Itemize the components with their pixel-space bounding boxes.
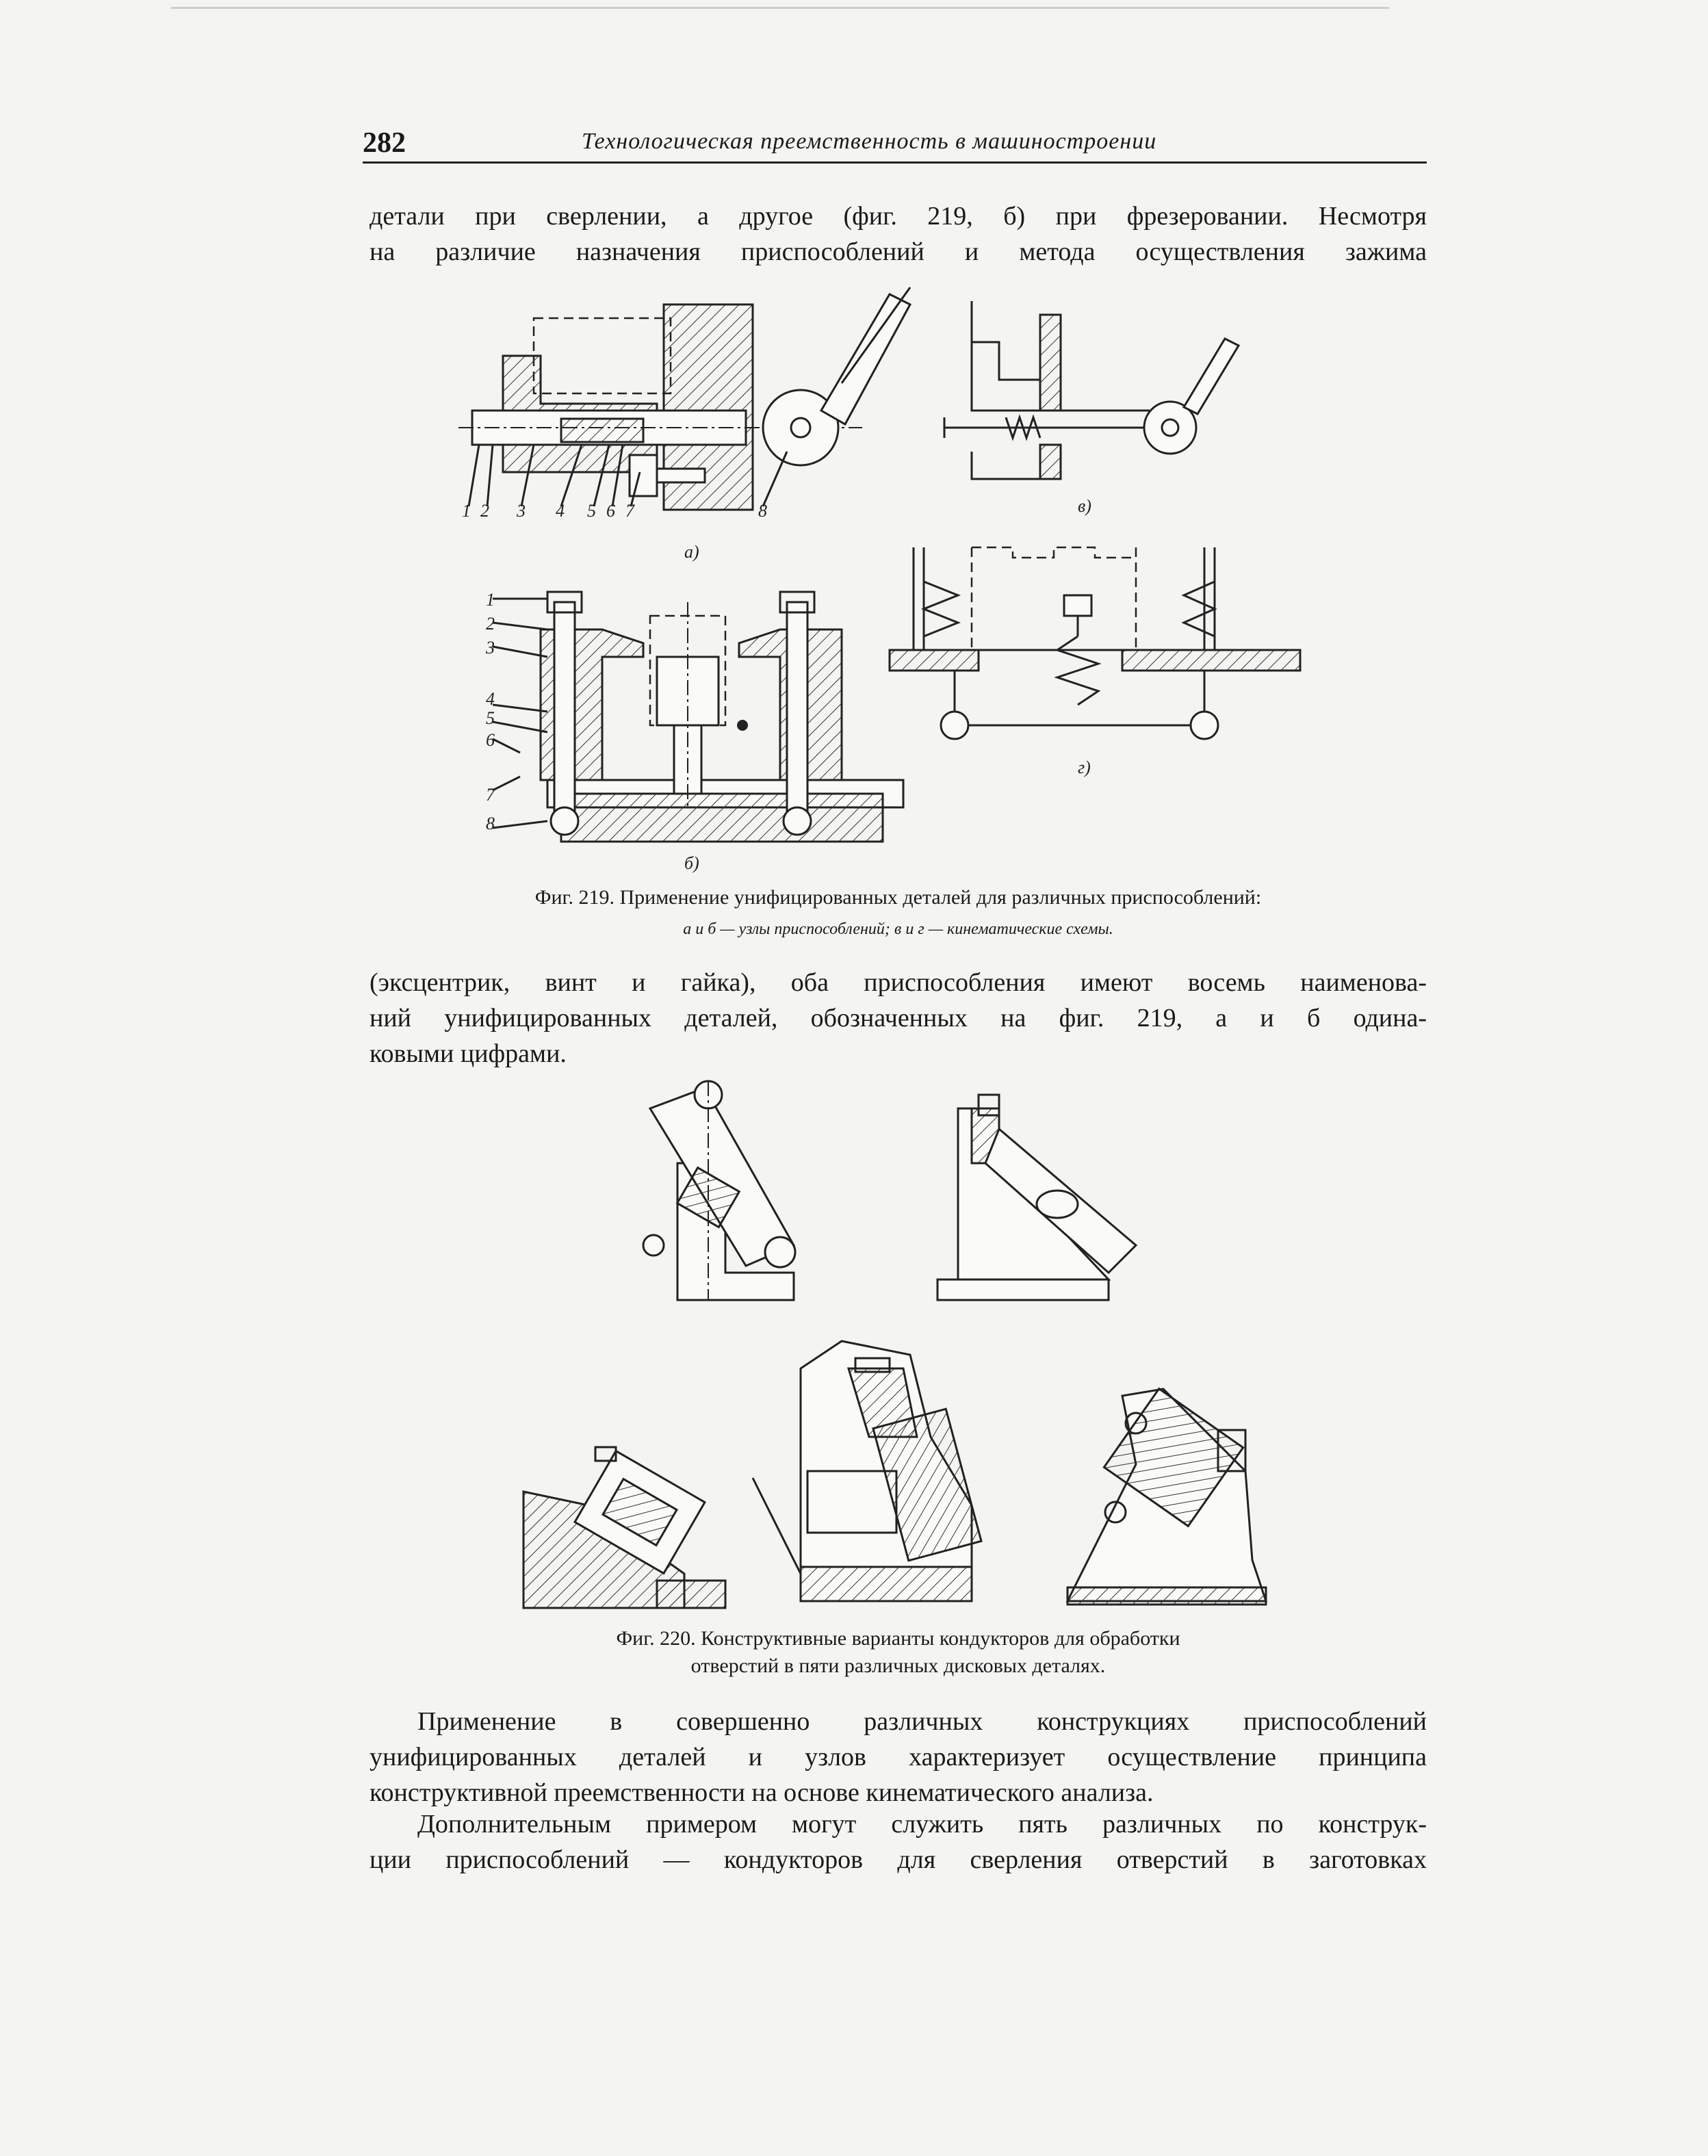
scan-edge-line: [171, 7, 1389, 9]
text-line: ковыми цифрами.: [370, 1039, 567, 1068]
fig220-jig-5: [1065, 1387, 1268, 1606]
callout-8-b: 8: [486, 814, 495, 833]
header-rule: [363, 161, 1427, 164]
callout-6-b: 6: [486, 730, 495, 750]
fig219-v-drawing: [943, 301, 1241, 480]
callout-3-a: 3: [516, 501, 526, 521]
callout-5-a: 5: [587, 501, 596, 521]
callout-2-a: 2: [480, 501, 489, 521]
fig220-jig-1: [642, 1080, 797, 1301]
fig220-jig-4: [751, 1340, 983, 1602]
fig219-b-drawing: [492, 590, 905, 843]
callout-1-b: 1: [486, 590, 495, 610]
paragraph-top: детали при сверлении, а другое (фиг. 219…: [370, 198, 1427, 270]
callout-4-a: 4: [556, 501, 565, 521]
fig219-subcaption: а и б — узлы приспособлений; в и г — кин…: [683, 920, 1113, 938]
fig219-g-drawing: [888, 546, 1302, 740]
callout-1-a: 1: [462, 501, 471, 521]
callout-8-a: 8: [758, 501, 767, 521]
fig220-caption-line1: Фиг. 220. Конструктивные варианты кондук…: [616, 1627, 1180, 1650]
callout-2-b: 2: [486, 614, 495, 634]
callout-6-a: 6: [606, 501, 615, 521]
callout-4-b: 4: [486, 689, 495, 709]
fig219-a-drawing: [458, 287, 912, 511]
text-line: ний унифицированных деталей, обозначенны…: [370, 1004, 1427, 1032]
text-line: ции приспособлений — кондукторов для све…: [370, 1845, 1427, 1874]
text-line: Дополнительным примером могут служить пя…: [417, 1810, 1427, 1839]
paragraph-bottom-1: Применение в совершенно различных констр…: [370, 1704, 1427, 1810]
text-line: детали при сверлении, а другое (фиг. 219…: [370, 202, 1427, 231]
paragraph-bottom-2: Дополнительным примером могут служить пя…: [370, 1806, 1427, 1878]
text-line: унифицированных деталей и узлов характер…: [370, 1743, 1427, 1771]
callout-5-b: 5: [486, 708, 495, 728]
fig220-caption-line2: отверстий в пяти различных дисковых дета…: [690, 1654, 1106, 1677]
callout-7-b: 7: [486, 785, 495, 805]
fig219-caption: Фиг. 219. Применение унифицированных дет…: [534, 886, 1262, 909]
fig219-label-g: г): [1078, 757, 1091, 777]
fig219-b-numbers: 1 2 3 4 5 6 7 8: [485, 590, 495, 833]
fig220-jig-2: [936, 1093, 1138, 1301]
text-line: конструктивной преемственности на основе…: [370, 1778, 1154, 1807]
callout-3-b: 3: [485, 638, 495, 658]
fig219-a-numbers: 1 2 3 4 5 6 7 8: [462, 501, 767, 521]
running-title: Технологическая преемственность в машино…: [582, 129, 1157, 154]
fig220-jig-3: [522, 1446, 727, 1609]
text-line: на различие назначения приспособлений и …: [370, 237, 1427, 266]
fig219-label-v: в): [1078, 496, 1091, 516]
fig219-label-b: б): [684, 853, 699, 873]
fig219-label-a: а): [684, 542, 699, 562]
page-number: 282: [363, 127, 406, 159]
paragraph-mid: (эксцентрик, винт и гайка), оба приспосо…: [370, 965, 1427, 1071]
callout-7-a: 7: [625, 501, 635, 521]
text-line: Применение в совершенно различных констр…: [417, 1707, 1427, 1736]
text-line: (эксцентрик, винт и гайка), оба приспосо…: [370, 968, 1427, 997]
